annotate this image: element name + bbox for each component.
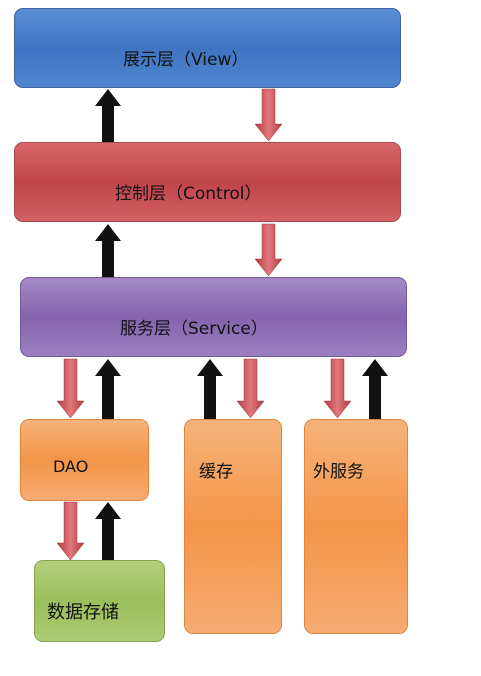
data-storage-label: 数据存储 — [47, 602, 119, 623]
up-arrow-external-to-service — [362, 359, 388, 419]
external-service-box: 外服务 — [304, 419, 408, 634]
up-arrow-cache-to-service — [197, 359, 223, 419]
dao-box: DAO — [20, 419, 149, 501]
up-arrow-dao-to-service — [95, 359, 121, 419]
down-arrow-service-to-external — [323, 358, 352, 419]
control-layer-label: 控制层（Control） — [115, 184, 262, 204]
down-arrow-control-to-service — [254, 223, 283, 277]
external-service-label: 外服务 — [313, 462, 364, 482]
data-storage-box: 数据存储 — [34, 560, 165, 642]
service-layer-box: 服务层（Service） — [20, 277, 407, 357]
up-arrow-storage-to-dao — [95, 502, 121, 560]
down-arrow-service-to-cache — [236, 358, 265, 419]
up-arrow-control-to-view — [95, 89, 121, 142]
control-layer-box: 控制层（Control） — [14, 142, 401, 222]
cache-label: 缓存 — [199, 462, 233, 482]
cache-box: 缓存 — [184, 419, 282, 634]
dao-label: DAO — [53, 457, 89, 476]
view-layer-label: 展示层（View） — [123, 50, 249, 70]
down-arrow-view-to-control — [254, 88, 283, 142]
up-arrow-service-to-control — [95, 224, 121, 277]
service-layer-label: 服务层（Service） — [120, 319, 268, 339]
view-layer-box: 展示层（View） — [14, 8, 401, 88]
down-arrow-service-to-dao — [56, 358, 85, 419]
down-arrow-dao-to-storage — [56, 501, 85, 561]
